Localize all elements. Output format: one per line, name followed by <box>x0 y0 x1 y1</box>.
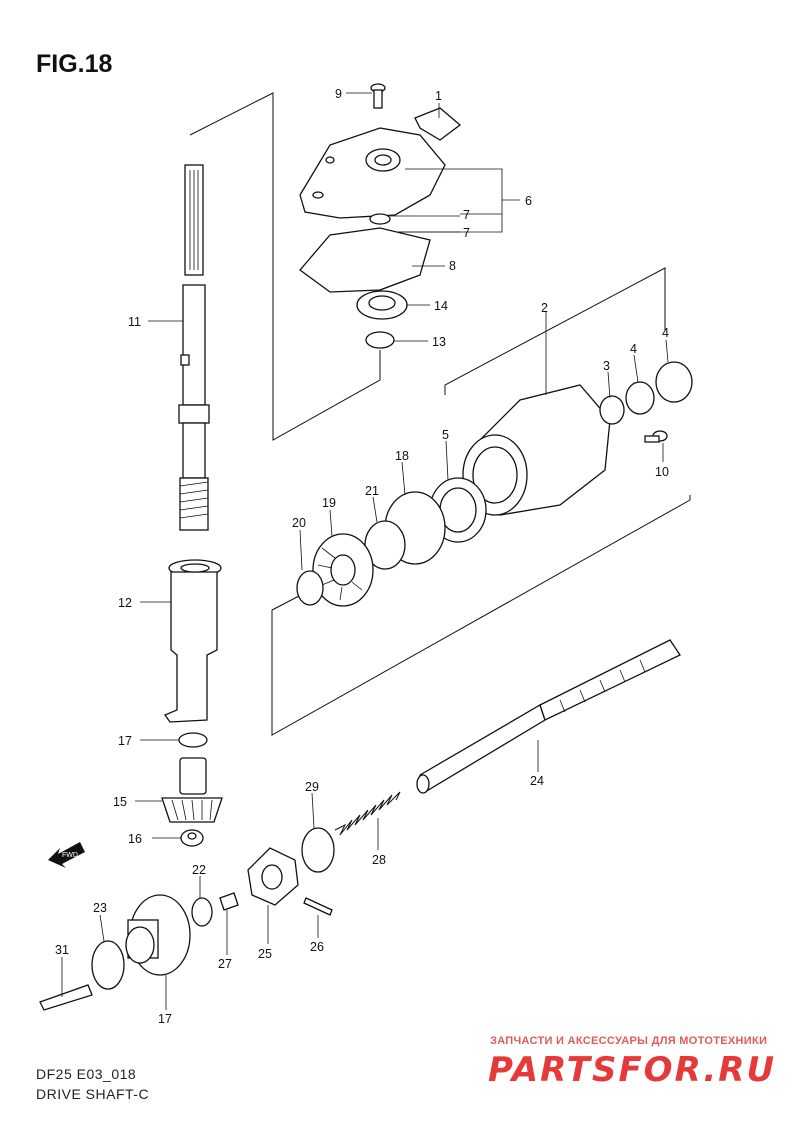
callout-8: 8 <box>449 259 456 273</box>
callout-24: 23 <box>93 901 107 915</box>
model-code: DF25 E03_018 <box>36 1066 137 1082</box>
part-10-bolt[interactable] <box>644 430 668 443</box>
callout-25: 24 <box>530 774 544 788</box>
callout-29: 28 <box>372 853 386 867</box>
callout-2: 2 <box>541 301 548 315</box>
fwd-direction-badge: FWD <box>48 842 85 868</box>
part-21-thrust-washer[interactable] <box>296 570 324 606</box>
part-16-pinion-gear[interactable] <box>161 757 223 823</box>
callout-4-outer: 4 <box>662 326 669 340</box>
callout-17: 16 <box>128 832 142 846</box>
part-8-gasket[interactable] <box>299 227 431 293</box>
callout-16: 15 <box>113 795 127 809</box>
callout-13: 12 <box>118 596 132 610</box>
leader-lines <box>61 92 669 1010</box>
callout-18: 17 <box>118 734 132 748</box>
group-outline-upper <box>189 92 381 441</box>
callout-labels: 9 1 6 7 7 8 14 13 11 12 17 15 16 2 3 4 4… <box>55 87 669 1026</box>
callout-12: 11 <box>128 315 141 329</box>
callout-14: 13 <box>432 335 446 349</box>
group-outline-shaft <box>271 495 691 736</box>
callout-11: 18 <box>395 449 409 463</box>
callout-5: 5 <box>442 428 449 442</box>
part-31-push-rod[interactable] <box>39 984 93 1011</box>
part-26-clutch-dog[interactable] <box>247 847 299 906</box>
callout-4-inner: 4 <box>630 342 637 356</box>
callout-15: 14 <box>434 299 448 313</box>
group-outline-housing <box>444 267 666 395</box>
callout-23: 22 <box>192 863 206 877</box>
callout-3: 3 <box>603 359 610 373</box>
figure-title: FIG.18 <box>36 50 113 78</box>
part-3-needle-bearing[interactable] <box>599 395 625 425</box>
part-4-shim-inner[interactable] <box>625 381 655 415</box>
callout-19: 17 <box>158 1012 172 1026</box>
callout-27: 26 <box>310 940 324 954</box>
part-30-ring[interactable] <box>301 827 335 873</box>
callout-7-upper: 7 <box>463 208 470 222</box>
part-29-spring[interactable] <box>334 791 401 836</box>
watermark-brand: PARTSFOR.RU <box>488 1050 777 1090</box>
callout-1: 1 <box>435 89 442 103</box>
part-20-bevel-gear[interactable] <box>312 533 374 607</box>
part-2-gear-housing[interactable] <box>462 384 611 516</box>
part-17-nut[interactable] <box>180 829 204 847</box>
callout-6: 6 <box>525 194 532 208</box>
part-23-ring[interactable] <box>191 897 213 927</box>
callout-10: 10 <box>655 465 669 479</box>
part-15-bearing[interactable] <box>356 290 408 320</box>
callout-26: 25 <box>258 947 272 961</box>
part-27-pin[interactable] <box>303 897 333 916</box>
part-19-reverse-gear[interactable] <box>125 894 191 976</box>
part-12-drive-shaft[interactable] <box>178 164 210 531</box>
part-18-washer[interactable] <box>178 732 208 748</box>
callout-30: 29 <box>305 780 319 794</box>
part-13-shaft-sleeve[interactable] <box>163 559 222 723</box>
fwd-label: FWD <box>62 852 78 859</box>
diagram-caption: DRIVE SHAFT-C <box>36 1086 150 1102</box>
part-1-seal-strip[interactable] <box>414 107 462 141</box>
callout-9: 9 <box>335 87 342 101</box>
part-7-o-ring-upper[interactable] <box>369 213 391 225</box>
callout-31: 31 <box>55 943 69 957</box>
part-24-shim[interactable] <box>91 940 125 990</box>
part-9-bolt[interactable] <box>370 83 386 109</box>
part-6-pump-case[interactable] <box>299 127 446 219</box>
part-4-shim-outer[interactable] <box>655 361 693 403</box>
callout-22: 21 <box>365 484 379 498</box>
callout-7-lower: 7 <box>463 226 470 240</box>
callout-28: 27 <box>218 957 232 971</box>
callout-21: 20 <box>292 516 306 530</box>
watermark-subtitle: ЗАПЧАСТИ И АКСЕССУАРЫ ДЛЯ МОТОТЕХНИКИ <box>490 1035 768 1047</box>
part-14-spacer[interactable] <box>365 331 395 349</box>
part-25-propeller-shaft[interactable] <box>416 639 681 794</box>
callout-20: 19 <box>322 496 336 510</box>
part-28-cross-pin[interactable] <box>219 892 239 911</box>
